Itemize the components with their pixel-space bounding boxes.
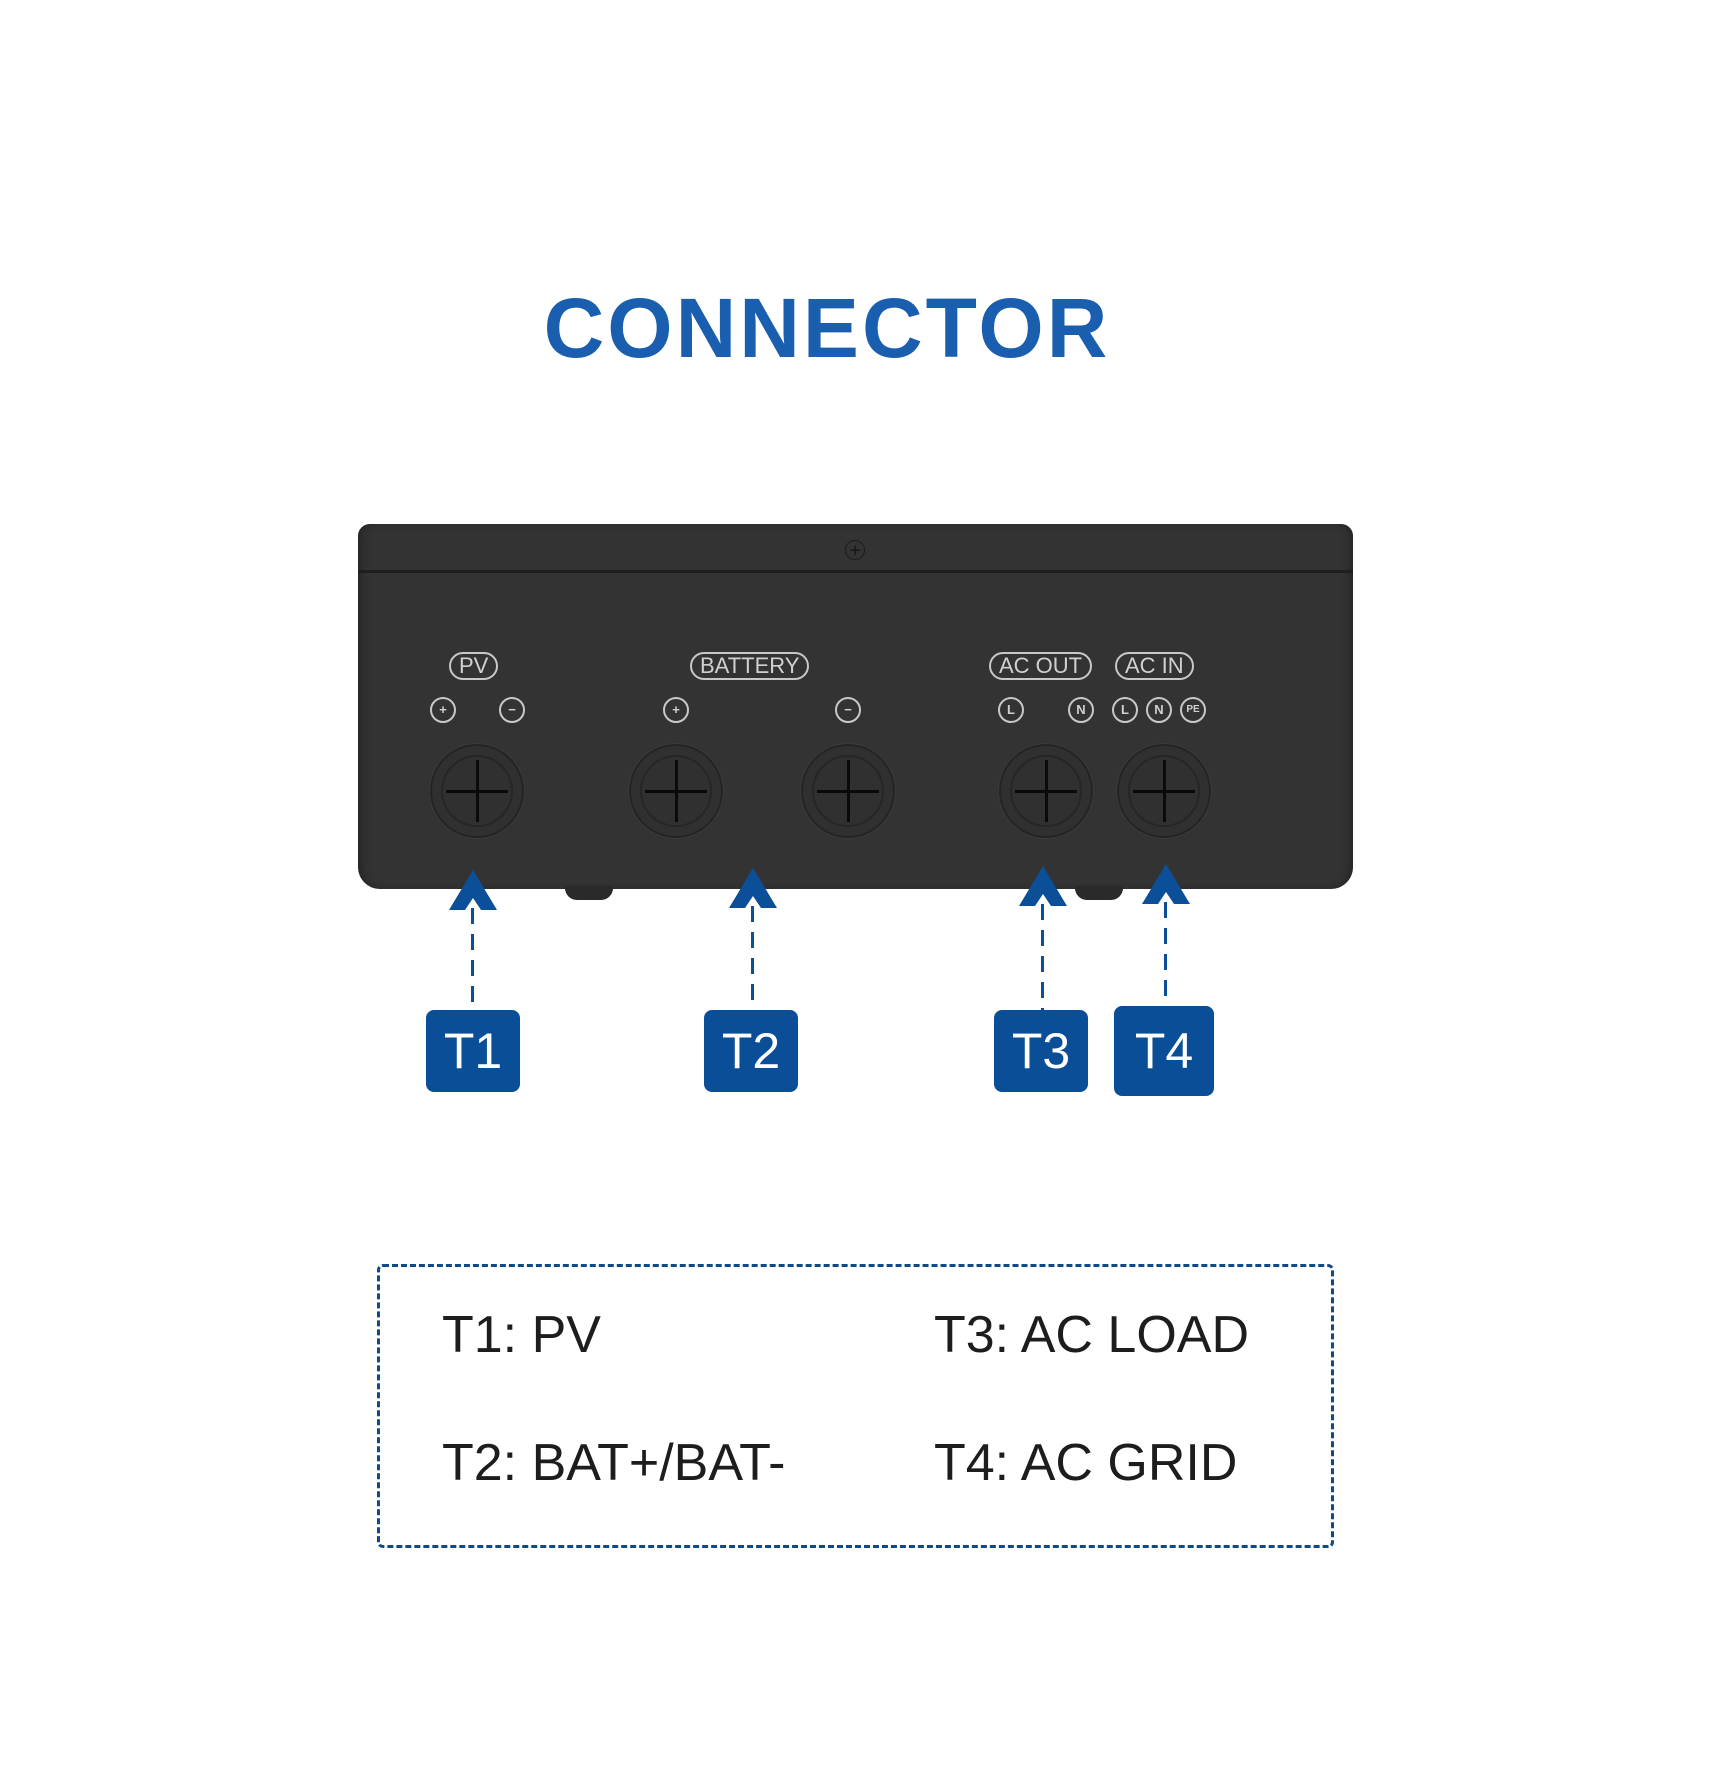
group-label-ac-out: AC OUT xyxy=(989,652,1093,680)
device-foot xyxy=(565,886,613,900)
inverter-device: + PV BATTERY AC OUT AC IN + − + − L N L … xyxy=(358,524,1353,900)
legend-item-t1: T1: PV xyxy=(442,1306,601,1364)
diagram-title: CONNECTOR xyxy=(543,281,1111,375)
cable-gland-battery-plus xyxy=(629,744,723,838)
arrow-t4 xyxy=(1136,864,1196,1004)
group-label-pv: PV xyxy=(449,652,499,680)
arrow-t1 xyxy=(443,870,503,1010)
battery-plus-icon: + xyxy=(663,697,689,723)
tag-t1: T1 xyxy=(426,1010,520,1092)
screw-icon: + xyxy=(845,540,865,560)
lid-seam xyxy=(358,570,1353,573)
pv-plus-icon: + xyxy=(430,697,456,723)
tag-t3: T3 xyxy=(994,1010,1088,1092)
tag-t2: T2 xyxy=(704,1010,798,1092)
cable-gland-battery-minus xyxy=(801,744,895,838)
ac-out-n-icon: N xyxy=(1068,697,1094,723)
legend-item-t3: T3: AC LOAD xyxy=(934,1306,1249,1364)
ac-in-n-icon: N xyxy=(1146,697,1172,723)
arrow-t2 xyxy=(723,868,783,1010)
ac-in-pe-icon: PE xyxy=(1180,697,1206,723)
tag-t4: T4 xyxy=(1114,1006,1214,1096)
arrow-t3 xyxy=(1013,866,1073,1010)
cable-gland-ac-out xyxy=(999,744,1093,838)
ac-in-l-icon: L xyxy=(1112,697,1138,723)
cable-gland-pv xyxy=(430,744,524,838)
group-label-battery: BATTERY xyxy=(690,652,810,680)
legend-item-t4: T4: AC GRID xyxy=(934,1434,1238,1492)
battery-minus-icon: − xyxy=(835,697,861,723)
device-foot xyxy=(1075,886,1123,900)
legend-item-t2: T2: BAT+/BAT- xyxy=(442,1434,786,1492)
legend-box: T1: PV T2: BAT+/BAT- T3: AC LOAD T4: AC … xyxy=(377,1264,1334,1548)
cable-gland-ac-in xyxy=(1117,744,1211,838)
ac-out-l-icon: L xyxy=(998,697,1024,723)
pv-minus-icon: − xyxy=(499,697,525,723)
group-label-ac-in: AC IN xyxy=(1115,652,1194,680)
